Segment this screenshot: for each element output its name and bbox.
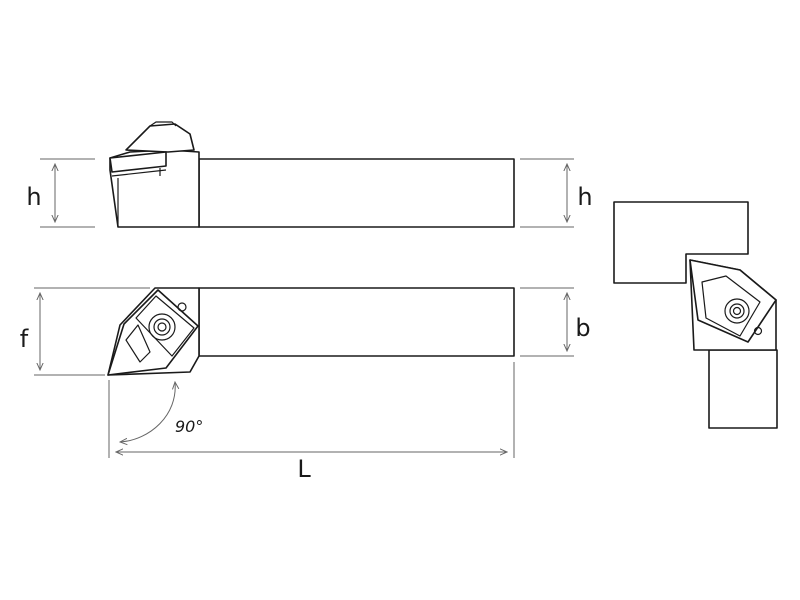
L-label: L	[297, 455, 311, 483]
pin-hole	[177, 302, 187, 312]
angle-arc	[120, 382, 175, 442]
shank-top	[198, 287, 515, 357]
f-dimension	[34, 287, 150, 376]
insert-side	[109, 151, 167, 173]
h-label-right: h	[577, 183, 592, 211]
side-view	[109, 121, 515, 228]
shank-side	[198, 158, 515, 228]
screw-app-outer	[724, 298, 750, 324]
screw-inner	[157, 322, 167, 332]
screw-app-inner	[732, 306, 742, 316]
insert-pocket	[125, 324, 151, 363]
h-label-left: h	[26, 183, 41, 211]
screw-app-mid	[729, 303, 745, 319]
h-dimension-left	[40, 158, 95, 228]
clamp-app	[701, 275, 761, 337]
pin-app	[753, 326, 763, 336]
clamp-knob	[149, 121, 177, 127]
workpiece	[613, 201, 749, 284]
L-dimension	[108, 362, 515, 458]
h-dimension-right	[520, 158, 574, 228]
insert-edge	[111, 169, 167, 177]
application-view	[613, 201, 778, 429]
b-label: b	[575, 314, 590, 342]
top-view	[107, 287, 515, 376]
f-label: f	[20, 325, 29, 353]
clamp-plate	[135, 295, 195, 357]
shank-end	[708, 349, 778, 429]
clamp-top	[125, 123, 195, 153]
screw-mid	[153, 318, 171, 336]
angle-label: 90°	[175, 417, 203, 436]
screw-outer	[148, 313, 176, 341]
b-dimension	[520, 287, 574, 357]
